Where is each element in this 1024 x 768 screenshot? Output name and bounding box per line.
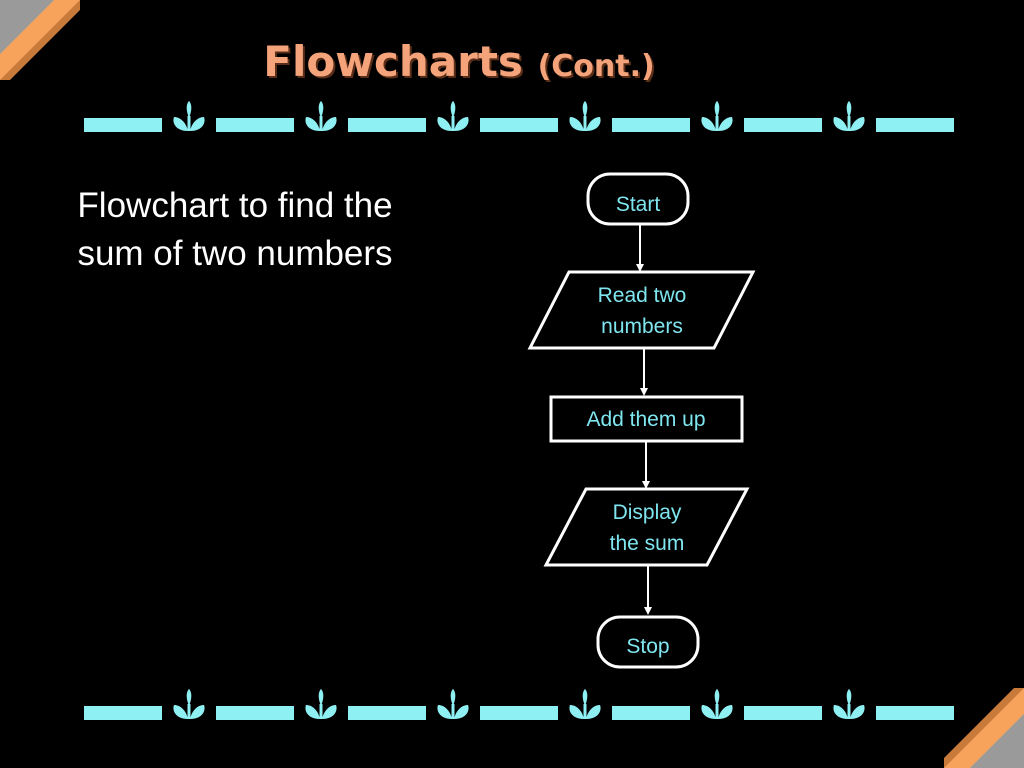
divider-bar	[348, 706, 426, 720]
sprout-icon	[173, 101, 205, 131]
node-output-line-1: Display	[613, 501, 682, 524]
node-stop-label: Stop	[626, 635, 669, 658]
node-output-line-2: the sum	[610, 532, 685, 555]
sprout-icon	[701, 101, 733, 131]
node-stop: Stop	[596, 615, 700, 669]
divider-bar	[876, 118, 954, 132]
divider-bar	[84, 118, 162, 132]
sprout-icon	[569, 101, 601, 131]
divider-bar	[744, 118, 822, 132]
divider-bar	[216, 706, 294, 720]
node-input-line-1: Read two	[598, 284, 687, 307]
corner-stripe-icon	[0, 0, 80, 80]
divider-bar	[348, 118, 426, 132]
sprout-icon	[305, 689, 337, 719]
node-start-label: Start	[616, 193, 661, 216]
divider-bar	[612, 706, 690, 720]
sprout-icon	[833, 689, 865, 719]
divider-bar	[876, 706, 954, 720]
corner-stripe-icon	[944, 688, 1024, 768]
divider-bottom	[84, 689, 954, 720]
title-main: Flowcharts	[263, 37, 523, 86]
divider-bar	[612, 118, 690, 132]
sprout-icon	[437, 101, 469, 131]
title-sub: (Cont.)	[537, 49, 655, 84]
sprout-icon	[437, 689, 469, 719]
sprout-icon	[569, 689, 601, 719]
node-process-label: Add them up	[586, 408, 705, 431]
divider-top	[84, 101, 954, 132]
divider-bar	[480, 118, 558, 132]
divider-bar	[744, 706, 822, 720]
sprout-icon	[833, 101, 865, 131]
divider-bar	[480, 706, 558, 720]
divider-bar	[84, 706, 162, 720]
sprout-icon	[701, 689, 733, 719]
diagram-caption: Flowchart to find the sum of two numbers	[77, 186, 393, 273]
sprout-icon	[305, 101, 337, 131]
node-output: Display the sum	[543, 487, 750, 567]
divider-bar	[216, 118, 294, 132]
node-input: Read two numbers	[527, 270, 756, 350]
slide-title: Flowcharts (Cont.)	[0, 34, 918, 90]
node-start: Start	[586, 172, 690, 226]
node-process: Add them up	[549, 395, 744, 443]
sprout-icon	[173, 689, 205, 719]
node-input-line-2: numbers	[601, 315, 683, 338]
